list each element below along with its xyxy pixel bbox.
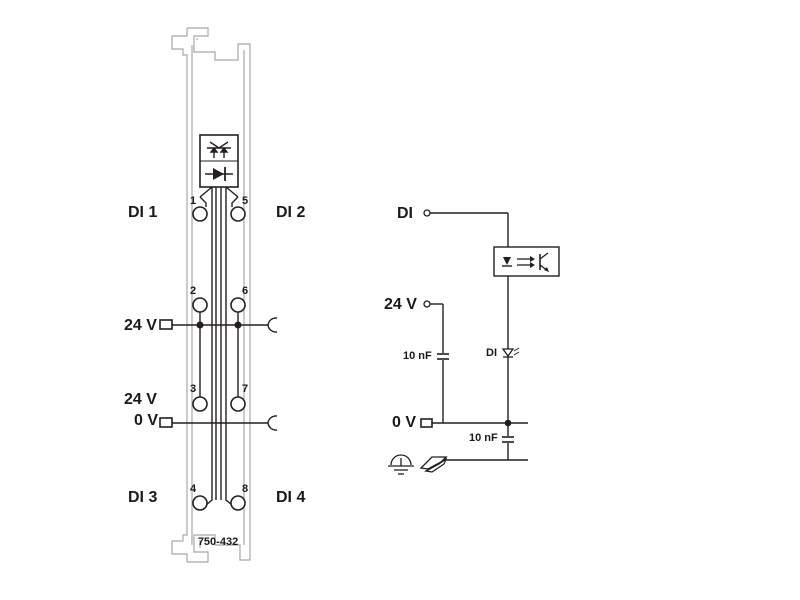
pin-number: 2 <box>190 285 196 297</box>
pin-number: 3 <box>190 383 196 395</box>
earth-ground-icon <box>388 454 414 475</box>
input-label: DI <box>397 205 413 222</box>
optocoupler-icon <box>502 252 549 272</box>
part-number: 750-432 <box>198 536 238 548</box>
pin-number: 4 <box>190 483 197 495</box>
optocoupler-block <box>199 134 239 188</box>
input-terminal <box>423 209 431 217</box>
module-housing <box>171 27 251 563</box>
din-rail-icon <box>419 456 448 473</box>
power-contact-0v <box>159 417 173 428</box>
channel-label-di2: DI 2 <box>276 204 305 221</box>
ground-label: 0 V <box>392 414 416 431</box>
power-contact-24v <box>159 319 173 330</box>
pin-number: 5 <box>242 195 248 207</box>
clamp-4 <box>192 495 208 511</box>
clamp-8 <box>230 495 246 511</box>
supply-terminal <box>423 300 431 308</box>
clamp-2 <box>192 297 208 313</box>
clamp-6 <box>230 297 246 313</box>
clamp-7 <box>230 396 246 412</box>
clamp-1 <box>192 206 208 222</box>
led-label: DI <box>486 347 497 359</box>
pin-number: 7 <box>242 383 248 395</box>
transistor-icon <box>207 141 231 158</box>
channel-label-di1: DI 1 <box>128 204 157 221</box>
clamp-3 <box>192 396 208 412</box>
supply-label-24v-lower: 24 V <box>124 391 157 408</box>
capacitor-icon <box>502 436 514 443</box>
supply-label-0v: 0 V <box>134 412 158 429</box>
input-schematic <box>388 209 560 475</box>
pin-number: 1 <box>190 195 196 207</box>
module-wiring <box>172 186 278 506</box>
ground-terminal <box>420 418 433 428</box>
pin-number: 6 <box>242 285 248 297</box>
capacitor-label: 10 nF <box>469 432 498 444</box>
channel-label-di4: DI 4 <box>276 489 305 506</box>
supply-label: 24 V <box>384 296 417 313</box>
status-led-icon <box>501 347 520 358</box>
pin-number: 8 <box>242 483 248 495</box>
capacitor-icon <box>437 353 449 360</box>
supply-label-24v: 24 V <box>124 317 157 334</box>
diode-icon <box>205 167 233 181</box>
optocoupler-box <box>493 246 560 277</box>
channel-label-di3: DI 3 <box>128 489 157 506</box>
capacitor-label: 10 nF <box>403 350 432 362</box>
terminal-clamps <box>192 206 246 511</box>
clamp-5 <box>230 206 246 222</box>
